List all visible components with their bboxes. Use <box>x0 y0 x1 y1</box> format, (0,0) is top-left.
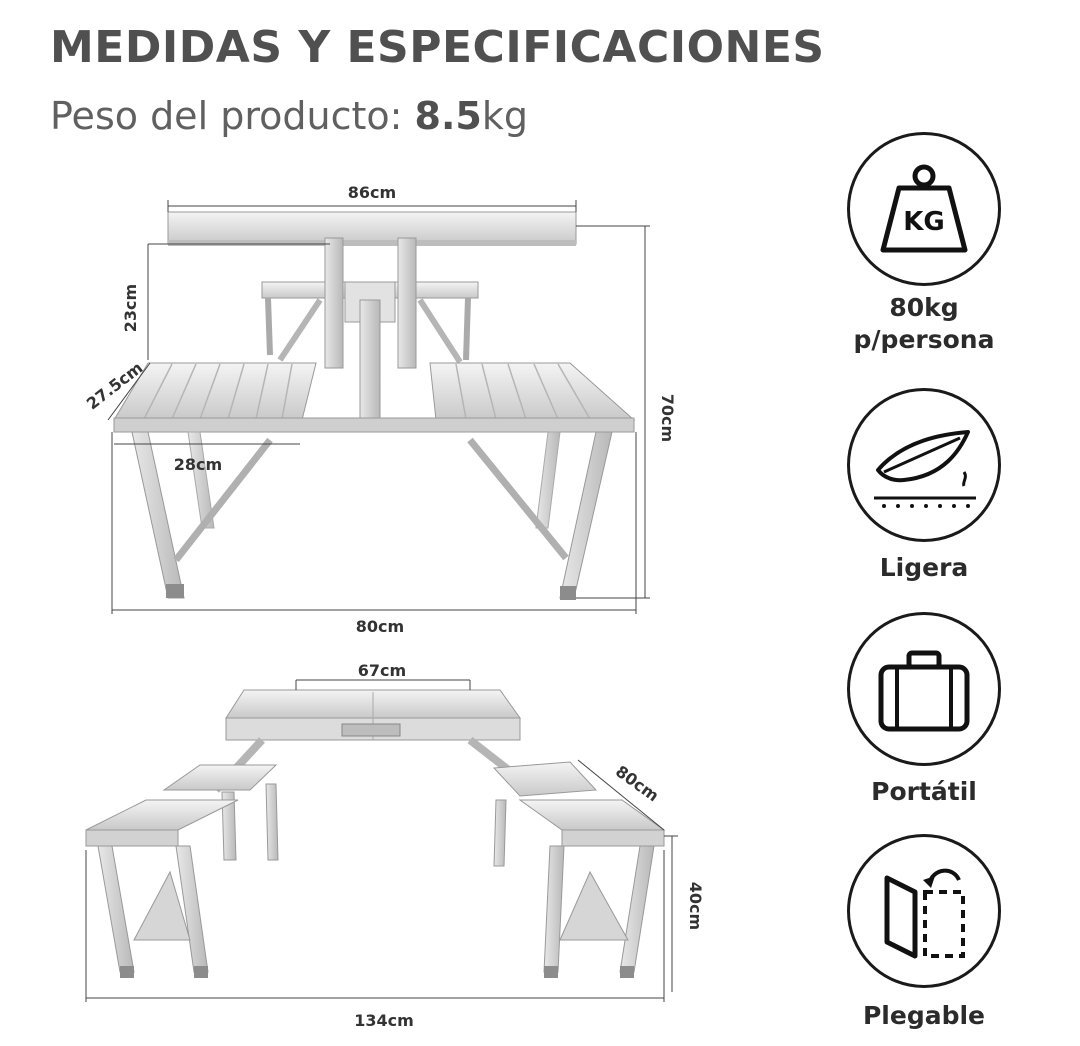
feature-light-label: Ligera <box>879 553 969 582</box>
dim-total-height: 70cm <box>658 394 677 442</box>
weight-prefix: Peso del producto: <box>50 94 415 138</box>
feather-icon <box>847 388 1001 542</box>
svg-text:KG: KG <box>903 207 945 237</box>
feature-portable: Portátil <box>838 612 1010 810</box>
dim-side-depth: 80cm <box>612 762 662 806</box>
feature-capacity-line1: 80kg <box>889 293 959 322</box>
feature-foldable: Plegable <box>838 834 1010 1034</box>
kg-weight-icon: KG <box>847 132 1001 286</box>
feature-light: Ligera <box>838 388 1010 586</box>
dim-base-width: 80cm <box>356 617 404 636</box>
feature-capacity: KG 80kg p/persona <box>838 132 1010 358</box>
weight-value: 8.5 <box>414 94 482 138</box>
table-open-view <box>107 200 650 614</box>
dim-side-table-width: 67cm <box>358 661 406 680</box>
table-drawings: 86cm 23cm 27.5cm 28cm 70cm 80cm <box>83 183 705 1030</box>
dim-height-gap: 23cm <box>121 284 140 332</box>
feature-capacity-line2: p/persona <box>853 325 995 354</box>
dim-total-width: 134cm <box>354 1011 414 1030</box>
weight-spec: Peso del producto: 8.5kg <box>50 94 528 138</box>
dim-seat-height: 40cm <box>686 882 705 930</box>
feature-portable-label: Portátil <box>871 777 977 806</box>
dim-table-width: 86cm <box>348 183 396 202</box>
fold-icon <box>847 834 1001 988</box>
page-title: MEDIDAS Y ESPECIFICACIONES <box>50 22 825 73</box>
dim-seat-width: 28cm <box>174 455 222 474</box>
feature-foldable-label: Plegable <box>862 1001 986 1030</box>
suitcase-icon <box>847 612 1001 766</box>
weight-unit: kg <box>481 94 528 138</box>
table-side-view <box>85 679 678 1002</box>
